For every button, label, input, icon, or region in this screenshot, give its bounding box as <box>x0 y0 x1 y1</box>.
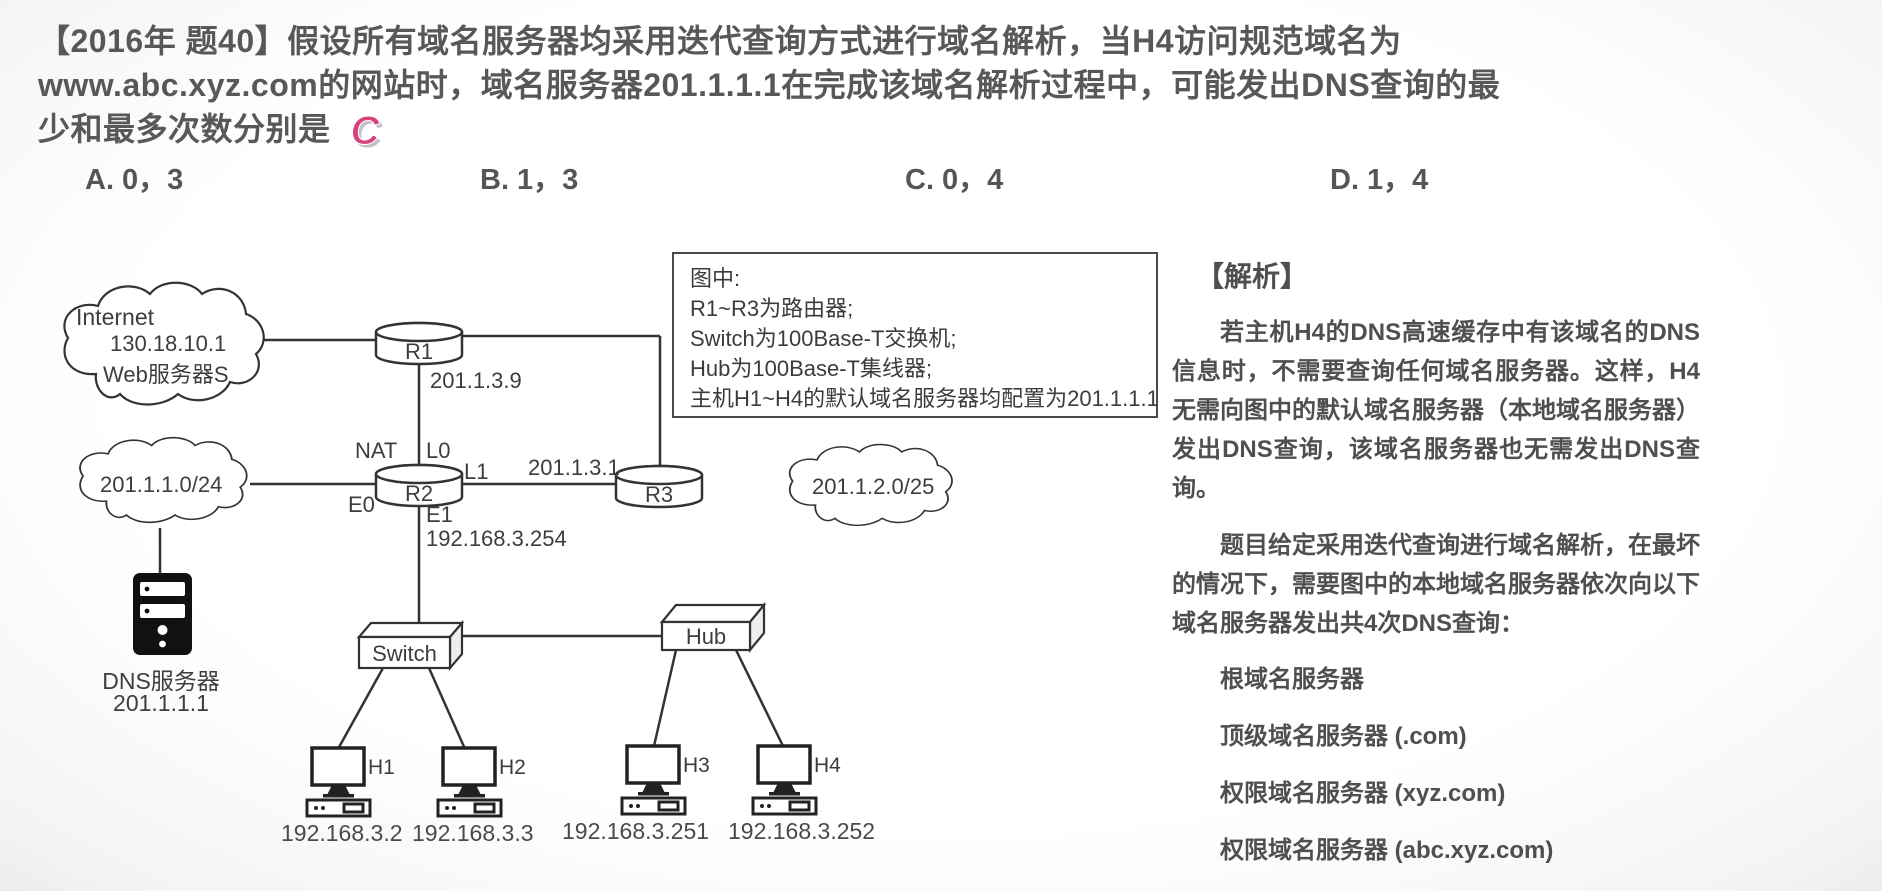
subnet24-cloud-label: 201.1.1.0/24 <box>100 472 223 497</box>
dns-server-list-item: 顶级域名服务器 (.com) <box>1220 723 1467 750</box>
note-line-3: Switch为100Base-T交换机; <box>690 326 957 351</box>
analysis-paragraph-1: 若主机H4的DNS高速缓存中有该域名的DNS信息时，不需要查询任何域名服务器。这… <box>1172 319 1700 502</box>
host-h1-ip: 192.168.3.2 <box>281 820 403 846</box>
host-h4-label: H4 <box>814 754 841 777</box>
dns-server-list-item: 权限域名服务器 (abc.xyz.com) <box>1220 837 1554 864</box>
option-a: A. 0，3 <box>85 164 184 196</box>
dns-server-ip-label: 201.1.1.1 <box>113 690 209 716</box>
dns-server-name-label: DNS服务器 <box>102 668 220 694</box>
nat-label: NAT <box>355 438 398 463</box>
dns-server-list-item: 权限域名服务器 (xyz.com) <box>1220 780 1506 807</box>
r1-link-ip-label: 201.1.3.9 <box>430 368 522 393</box>
switch-label: Switch <box>372 641 437 666</box>
host-h3-label: H3 <box>683 754 710 777</box>
switch-icon <box>356 620 465 671</box>
option-d: D. 1，4 <box>1330 164 1429 196</box>
option-c: C. 0，4 <box>905 164 1004 196</box>
hub-icon <box>659 601 767 654</box>
router-r3-label: R3 <box>644 482 674 507</box>
note-line-2: R1~R3为路由器; <box>690 296 854 321</box>
host-h2-icon <box>436 746 503 818</box>
web-server-ip-label: 130.18.10.1 <box>110 331 227 356</box>
dns-server-icon <box>133 573 192 655</box>
internet-cloud-title: Internet <box>76 304 154 330</box>
analysis-panel: 【解析】 若主机H4的DNS高速缓存中有该域名的DNS信息时，不需要查询任何域名… <box>1172 255 1700 891</box>
question-line-1: 【2016年 题40】假设所有域名服务器均采用迭代查询方式进行域名解析，当H4访… <box>38 23 1402 59</box>
question-line-3: 少和最多次数分别是 C <box>38 104 380 154</box>
host-h3-ip: 192.168.3.251 <box>562 818 710 844</box>
host-h4-icon <box>751 744 818 816</box>
analysis-paragraph-2: 题目给定采用迭代查询进行域名解析，在最坏的情况下，需要图中的本地域名服务器依次向… <box>1172 532 1700 637</box>
note-line-5: 主机H1~H4的默认域名服务器均配置为201.1.1.1 <box>690 386 1159 411</box>
host-h2-label: H2 <box>499 756 526 779</box>
host-h1-icon <box>305 746 372 818</box>
option-b: B. 1，3 <box>480 164 579 196</box>
web-server-name-label: Web服务器S <box>103 362 229 387</box>
note-line-1: 图中: <box>690 266 741 291</box>
dns-server-list-item: 根域名服务器 <box>1220 666 1364 693</box>
router-r1-label: R1 <box>404 339 434 364</box>
subnet25-cloud-label: 201.1.2.0/25 <box>812 474 935 499</box>
host-h2-ip: 192.168.3.3 <box>412 820 534 846</box>
connection-lines <box>158 334 785 750</box>
interface-e1-label: E1 <box>426 502 453 527</box>
e1-ip-label: 192.168.3.254 <box>426 526 567 551</box>
interface-l1-label: L1 <box>464 459 489 484</box>
correct-answer-letter: C <box>350 109 380 154</box>
host-h3-icon <box>620 744 687 816</box>
host-h1-label: H1 <box>368 756 395 779</box>
diagram-note-box: 图中: R1~R3为路由器; Switch为100Base-T交换机; Hub为… <box>672 252 1159 418</box>
r2-r3-link-ip-label: 201.1.3.1 <box>528 455 620 480</box>
hub-label: Hub <box>685 624 727 649</box>
interface-e0-label: E0 <box>348 492 375 517</box>
dns-server-list: 根域名服务器 顶级域名服务器 (.com) 权限域名服务器 (xyz.com) … <box>1172 663 1700 867</box>
analysis-heading: 【解析】 <box>1196 261 1309 292</box>
router-r2-label: R2 <box>404 481 434 506</box>
host-h4-ip: 192.168.3.252 <box>728 818 876 844</box>
question-line-2: www.abc.xyz.com的网站时，域名服务器201.1.1.1在完成该域名… <box>38 67 1501 103</box>
note-line-4: Hub为100Base-T集线器; <box>690 356 933 381</box>
question-line-3-text: 少和最多次数分别是 <box>38 111 331 147</box>
interface-l0-label: L0 <box>426 438 451 463</box>
